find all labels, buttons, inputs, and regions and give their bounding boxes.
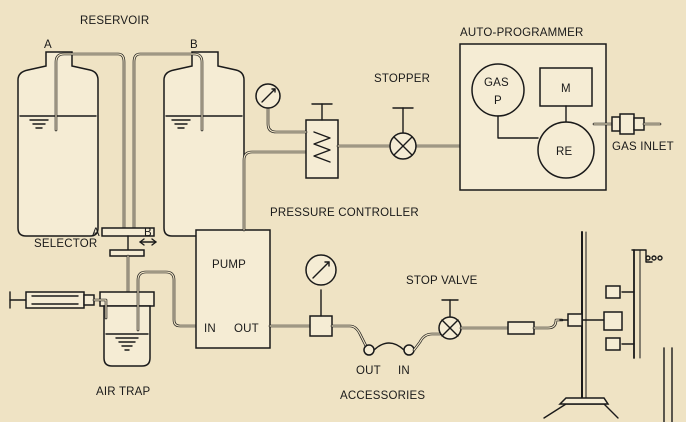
label-auto-programmer: AUTO-PROGRAMMER [460, 27, 584, 39]
pump-to-controller-tube [242, 150, 308, 232]
label-gas-inlet: GAS INLET [612, 141, 674, 153]
label-stopper: STOPPER [374, 73, 430, 85]
label-gas-p: P [494, 95, 502, 107]
auto-programmer [459, 43, 607, 191]
label-pump-out: OUT [234, 323, 259, 335]
label-accessories: ACCESSORIES [340, 390, 425, 402]
label-gas: GAS [484, 77, 509, 89]
label-stop-valve: STOP VALVE [406, 275, 478, 287]
label-bottle-b: B [190, 39, 198, 51]
label-reservoir: RESERVOIR [80, 15, 149, 27]
gas-inlet-fitting [592, 113, 662, 135]
reservoir-tubes [54, 52, 204, 230]
label-pump-in: IN [204, 323, 216, 335]
label-re: RE [556, 146, 573, 158]
reservoir-bottle-b [163, 51, 245, 237]
pump-box [195, 229, 271, 349]
stopper-valve [389, 107, 417, 160]
accessories-connectors [363, 332, 442, 356]
label-accessories-out: OUT [356, 365, 381, 377]
label-bottle-a: A [44, 39, 52, 51]
label-air-trap: AIR TRAP [96, 386, 151, 398]
selector-valve [101, 227, 157, 257]
label-selector-a: A [92, 227, 100, 239]
column-stand [543, 231, 673, 422]
label-selector-b: B [144, 227, 152, 239]
stop-valve [438, 299, 564, 340]
label-motor: M [561, 83, 571, 95]
pressure-controller [266, 103, 339, 179]
label-selector: SELECTOR [34, 238, 97, 250]
label-pump: PUMP [212, 259, 246, 271]
controller-gauge [255, 83, 281, 109]
pump-out-gauge [305, 254, 337, 286]
reservoir-bottle-a [17, 51, 99, 237]
label-pressure-controller: PRESSURE CONTROLLER [270, 207, 419, 219]
label-accessories-in: IN [398, 365, 410, 377]
pump-out-line [268, 289, 368, 348]
trap-to-pump-tube [136, 270, 198, 332]
syringe [9, 291, 108, 320]
